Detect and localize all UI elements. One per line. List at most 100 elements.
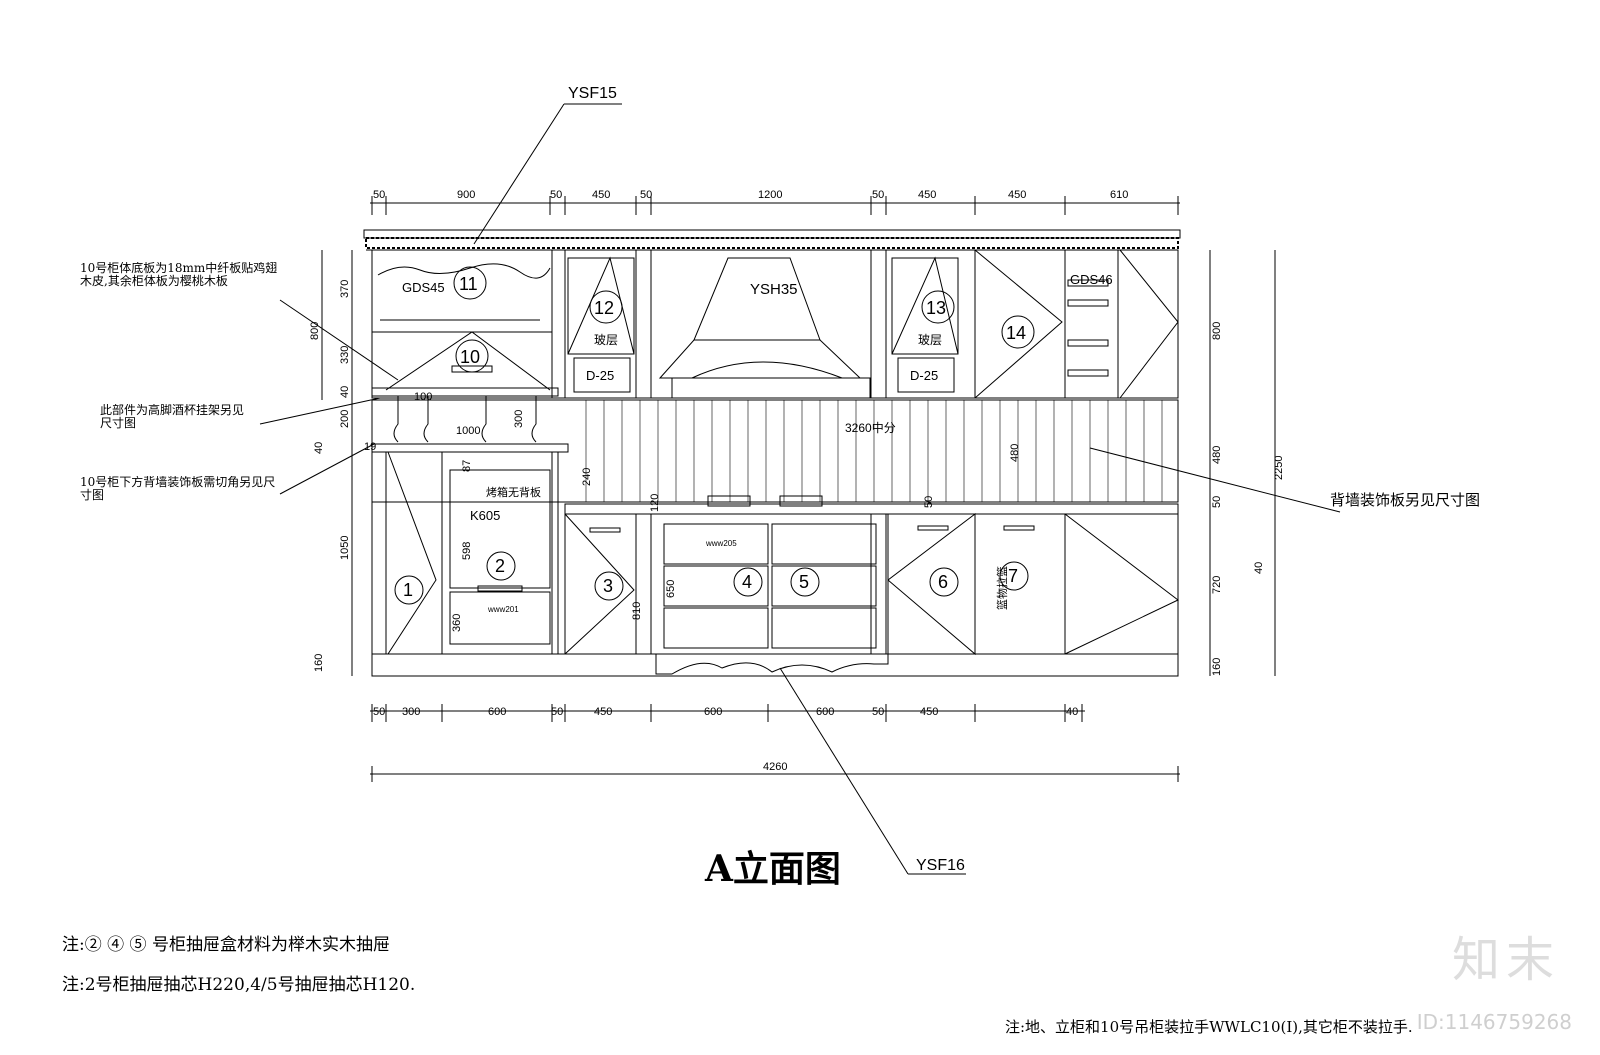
cabinet-number-1-text: 1 — [403, 580, 413, 600]
dim-inner-1: 1000 — [456, 425, 480, 437]
label-center-split: 3260中分 — [845, 420, 896, 435]
dim-bottom-0: 50 — [373, 706, 385, 718]
cabinet-number-12-text: 12 — [594, 298, 614, 318]
label-ysh35: YSH35 — [750, 281, 798, 298]
cabinet-number-14-text: 14 — [1006, 323, 1026, 343]
dim-left-2: 40 — [339, 386, 351, 398]
dim-bottom-2: 600 — [488, 706, 506, 718]
dim-top-1: 900 — [457, 189, 475, 201]
dim-left-4: 40 — [313, 442, 325, 454]
dim-top-5: 1200 — [758, 189, 782, 201]
dim-inner-10: 810 — [631, 602, 643, 620]
dim-inner-6: 120 — [649, 494, 661, 512]
dim-top-9: 610 — [1110, 189, 1128, 201]
label-oven: 烤箱无背板 — [486, 485, 541, 499]
dim-top-3: 450 — [592, 189, 610, 201]
dim-inner-4: 87 — [461, 460, 473, 472]
base-cabinets — [371, 451, 1179, 677]
dim-right-1: 480 — [1211, 446, 1223, 464]
upper-cabinets — [371, 249, 1179, 399]
cabinet-numbers: 1 2 3 4 5 6 7 10 11 12 13 14 — [394, 266, 1035, 605]
dim-inner-8: 360 — [451, 614, 463, 632]
inner-dimensions: 100 1000 300 19 87 240 120 598 360 650 8… — [364, 391, 1021, 632]
crown-cornice — [363, 229, 1181, 251]
cabinet-number-1 — [394, 575, 424, 605]
cabinet-number-13-text: 13 — [926, 298, 946, 318]
side-label-left-2: 此部件为高脚酒杯挂架另见尺寸图 — [100, 404, 245, 430]
side-label-right-1: 背墙装饰板另见尺寸图 — [1330, 492, 1481, 509]
dim-right-total: 2250 — [1273, 456, 1285, 480]
dim-right-3: 720 — [1211, 576, 1223, 594]
label-glass-right: 玻层 — [918, 333, 942, 347]
dim-left-3: 200 — [339, 410, 351, 428]
cabinet-number-12 — [589, 290, 623, 324]
watermark-brand: 知末 — [1451, 932, 1560, 988]
dim-right-4: 160 — [1211, 658, 1223, 676]
label-d25-left: D-25 — [586, 368, 614, 383]
cabinet-number-11 — [453, 266, 487, 300]
left-dimension-chain: 370 330 40 200 40 1050 160 800 — [309, 250, 353, 676]
dim-top-6: 50 — [872, 189, 884, 201]
dim-right-2: 50 — [1211, 496, 1223, 508]
cabinet-number-7-text: 7 — [1008, 566, 1018, 586]
label-www201: www201 — [487, 605, 519, 614]
label-k605: K605 — [470, 508, 500, 523]
watermark-id: ID:1146759268 — [1416, 1010, 1572, 1034]
dim-inner-5: 240 — [581, 468, 593, 486]
label-www205: www205 — [705, 539, 737, 548]
cabinet-number-3 — [594, 571, 624, 601]
cabinet-number-6-text: 6 — [938, 572, 948, 592]
dim-top-0: 50 — [373, 189, 385, 201]
dim-bottom-9: 40 — [1066, 706, 1078, 718]
dim-bottom-7: 50 — [872, 706, 884, 718]
label-basket: 篮物拉篮 — [995, 566, 1009, 610]
cabinet-number-5-text: 5 — [799, 572, 809, 592]
side-label-left-1: 10号柜体底板为18mm中纤板贴鸡翅木皮,其余柜体板为樱桃木板 — [80, 262, 278, 288]
bottom-dimension-chain: 50 300 600 50 450 600 600 50 450 40 4260 — [370, 704, 1180, 782]
cabinet-number-5 — [790, 567, 820, 597]
dim-inner-3: 19 — [364, 441, 376, 453]
dim-top-7: 450 — [918, 189, 936, 201]
dim-bottom-8: 450 — [920, 706, 938, 718]
cabinet-number-14 — [1001, 315, 1035, 349]
dim-inner-0: 100 — [414, 391, 432, 403]
cabinet-number-10-text: 10 — [460, 347, 480, 367]
dim-left-1: 330 — [339, 346, 351, 364]
dim-inner-2: 300 — [513, 410, 525, 428]
note-2: 注:2号柜抽屉抽芯H220,4/5号抽屉抽芯H120. — [62, 975, 416, 995]
dim-bottom-3: 50 — [551, 706, 563, 718]
cabinet-number-6 — [929, 567, 959, 597]
dim-total: 4260 — [763, 761, 787, 773]
drawing-title: A立面图 — [705, 848, 841, 890]
back-wall-panel — [371, 387, 1179, 503]
side-annotations: 10号柜体底板为18mm中纤板贴鸡翅木皮,其余柜体板为樱桃木板 此部件为高脚酒杯… — [80, 262, 1481, 509]
dim-top-4: 50 — [640, 189, 652, 201]
dim-left-6: 160 — [313, 654, 325, 672]
callout-ysf15: YSF15 — [568, 85, 617, 102]
label-d25-right: D-25 — [910, 368, 938, 383]
right-dimension-chain: 800 480 50 720 160 2250 40 — [1209, 250, 1285, 676]
dim-bottom-6: 600 — [816, 706, 834, 718]
dim-top-8: 450 — [1008, 189, 1026, 201]
leader-lines — [259, 103, 1341, 875]
note-3: 注:地、立柜和10号吊柜装拉手WWLC10(I),其它柜不装拉手. — [1005, 1018, 1413, 1036]
cabinet-number-2 — [486, 551, 516, 581]
dim-bottom-4: 450 — [594, 706, 612, 718]
callout-ysf16: YSF16 — [916, 857, 965, 874]
cabinet-number-4 — [733, 567, 763, 597]
dim-left-5: 1050 — [339, 536, 351, 560]
dim-left-outer: 800 — [309, 322, 321, 340]
top-dimension-chain: 50 900 50 450 50 1200 50 450 450 610 — [370, 189, 1180, 215]
cabinet-number-4-text: 4 — [742, 572, 752, 592]
dim-bottom-5: 600 — [704, 706, 722, 718]
dim-inner-9: 650 — [665, 580, 677, 598]
dim-right-mid: 40 — [1253, 562, 1265, 574]
label-gds45: GDS45 — [402, 280, 445, 295]
note-1: 注:② ④ ⑤ 号柜抽屉盒材料为榉木实木抽屉 — [62, 935, 390, 955]
dim-bottom-1: 300 — [402, 706, 420, 718]
cabinet-number-2-text: 2 — [495, 556, 505, 576]
cabinet-number-7 — [999, 561, 1029, 591]
dim-top-2: 50 — [550, 189, 562, 201]
